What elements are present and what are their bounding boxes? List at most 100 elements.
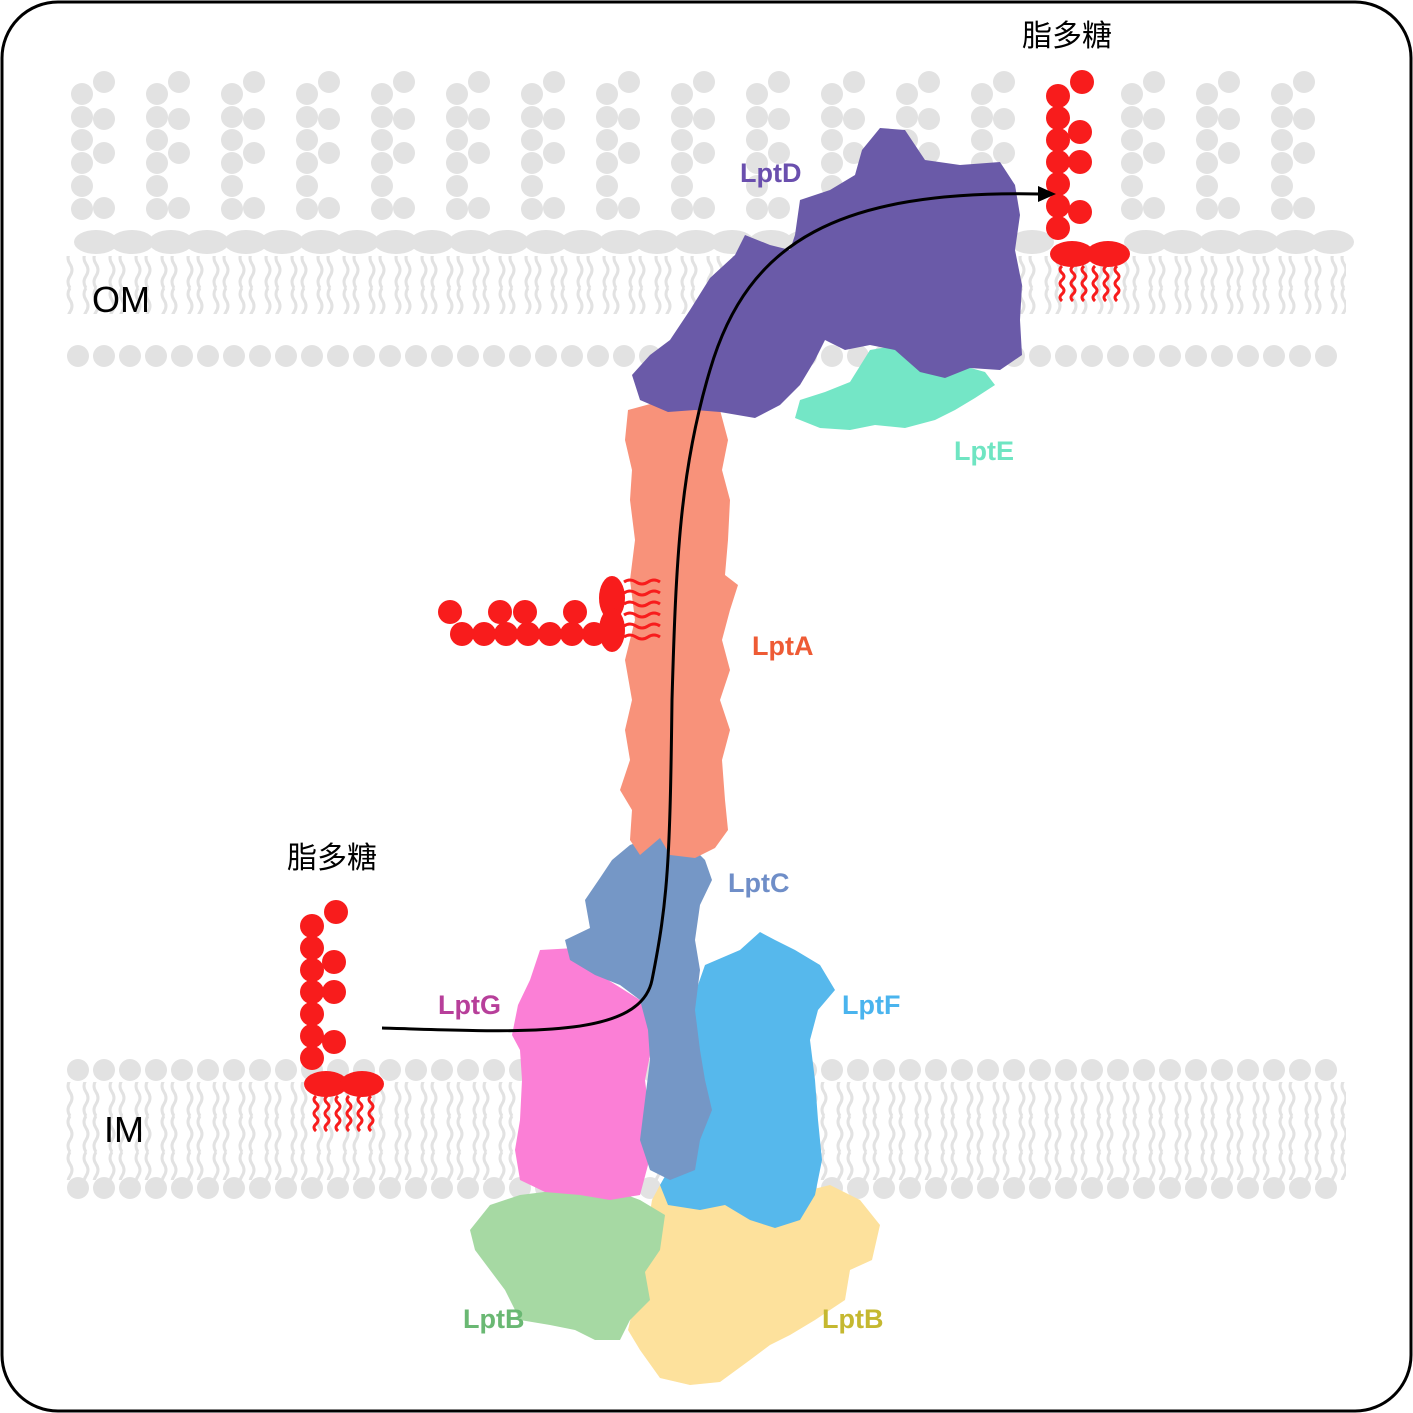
lipid-sugar-unit (1121, 106, 1143, 128)
lipid-sugar-unit (243, 71, 265, 93)
lps-molecule-outer-membrane (1046, 70, 1130, 303)
lipid-sugar-unit (1196, 83, 1218, 105)
lipid-head (145, 1177, 167, 1199)
lipid-sugar-unit (221, 152, 243, 174)
lipid-sugar-unit (71, 106, 93, 128)
lipid-sugar-unit (1293, 142, 1315, 164)
lps-sugar-unit (488, 600, 512, 624)
lipid-head (821, 1059, 843, 1081)
lipid-head (483, 1059, 505, 1081)
lipid-sugar-unit (1121, 198, 1143, 220)
lps-sugar-unit (300, 914, 324, 938)
lps-lipid-a-head (599, 608, 625, 652)
lipid-sugar-unit (746, 198, 768, 220)
lipid-head (171, 1059, 193, 1081)
lipid-sugar-unit (221, 198, 243, 220)
lipid-head (1133, 1177, 1155, 1199)
lps-acyl-chain (1058, 264, 1066, 303)
lps-sugar-unit (560, 622, 584, 646)
lipid-head (223, 1177, 245, 1199)
lipid-sugar-unit (93, 108, 115, 130)
lipid-sugar-unit (1121, 152, 1143, 174)
lps-sugar-unit (1046, 84, 1070, 108)
lipid-sugar-unit (1293, 197, 1315, 219)
lipid-sugar-unit (296, 106, 318, 128)
lipid-head (171, 1177, 193, 1199)
lipid-sugar-unit (918, 71, 940, 93)
lipid-head (1159, 345, 1181, 367)
lps-sugar-unit (1046, 150, 1070, 174)
lipid-head (1235, 230, 1279, 254)
lipid-head (1107, 345, 1129, 367)
lipid-sugar-unit (71, 129, 93, 151)
lps-molecule-on-lptA (438, 576, 661, 652)
lipid-head (1211, 1059, 1233, 1081)
lipid-head (561, 345, 583, 367)
lptA-protein (620, 400, 738, 858)
lipid-sugar-unit (1121, 175, 1143, 197)
lipid-head (405, 1059, 427, 1081)
lipid-sugar-unit (146, 198, 168, 220)
lipid-sugar-unit (768, 108, 790, 130)
lipid-sugar-unit (71, 198, 93, 220)
lipid-sugar-unit (446, 129, 468, 151)
lipid-sugar-unit (843, 108, 865, 130)
lipid-sugar-unit (146, 175, 168, 197)
lps-sugar-unit (513, 600, 537, 624)
lipid-sugar-unit (146, 152, 168, 174)
lipid-head (1237, 345, 1259, 367)
lipid-sugar-unit (168, 142, 190, 164)
lipid-head (873, 1059, 895, 1081)
lipid-sugar-unit (1196, 152, 1218, 174)
lipid-head (275, 1059, 297, 1081)
lipid-head (925, 1059, 947, 1081)
lptF-protein (660, 932, 835, 1228)
lipid-head (535, 345, 557, 367)
lipid-sugar-unit (1293, 71, 1315, 93)
lps-sugar-unit (1046, 194, 1070, 218)
lipid-head (431, 1059, 453, 1081)
lps-sugar-unit (300, 958, 324, 982)
lipid-sugar-unit (1196, 106, 1218, 128)
lipid-sugar-unit (168, 71, 190, 93)
lps-acyl-chain (1102, 264, 1110, 303)
lps-sugar-unit (322, 950, 346, 974)
lipid-sugar-unit (971, 129, 993, 151)
lipid-head (110, 230, 154, 254)
lipid-head (1003, 1177, 1025, 1199)
lipid-sugar-unit (821, 129, 843, 151)
lps-acyl-chain (623, 589, 661, 597)
lipid-sugar-unit (318, 197, 340, 219)
lipid-head (145, 345, 167, 367)
lipid-head (457, 1177, 479, 1199)
lipid-head (587, 345, 609, 367)
lipid-sugar-unit (1218, 71, 1240, 93)
lipid-sugar-unit (543, 142, 565, 164)
lipid-sugar-unit (446, 152, 468, 174)
lipid-sugar-unit (1271, 175, 1293, 197)
lipid-sugar-unit (221, 83, 243, 105)
lipid-sugar-unit (468, 71, 490, 93)
lipid-sugar-unit (768, 142, 790, 164)
lipid-head (93, 345, 115, 367)
lipid-sugar-unit (1271, 129, 1293, 151)
lipid-head (977, 1177, 999, 1199)
lipid-sugar-unit (693, 197, 715, 219)
lipid-sugar-unit (1121, 129, 1143, 151)
lipid-head (171, 345, 193, 367)
lps-sugar-unit (1046, 216, 1070, 240)
lipid-head (1029, 1059, 1051, 1081)
lipid-head (1185, 1177, 1207, 1199)
lipid-sugar-unit (1218, 142, 1240, 164)
lipid-sugar-unit (671, 106, 693, 128)
lipid-sugar-unit (1143, 108, 1165, 130)
lipid-head (1310, 230, 1354, 254)
lipid-head (1315, 345, 1337, 367)
transport-path-arrow (381, 192, 1041, 1033)
lipid-sugar-unit (318, 142, 340, 164)
lipid-sugar-unit (671, 129, 693, 151)
lipid-head (299, 230, 343, 254)
lptE-label: LptE (954, 436, 1014, 466)
lipid-head (1124, 230, 1168, 254)
lipid-head (457, 1059, 479, 1081)
